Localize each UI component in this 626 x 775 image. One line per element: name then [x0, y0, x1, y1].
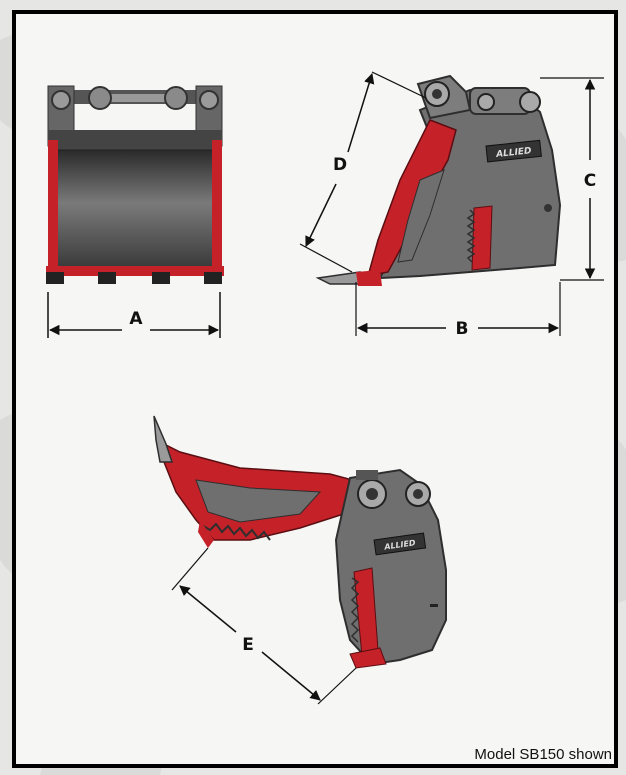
side-view-bucket: ALLIED — [315, 74, 562, 286]
dimension-a: A — [47, 292, 221, 338]
dimension-b-label: B — [456, 319, 469, 339]
dimension-c: C — [540, 77, 604, 281]
rotated-view-bucket: ALLIED — [153, 415, 447, 669]
dimension-e: E — [171, 547, 357, 705]
dimension-d-label: D — [333, 155, 347, 175]
logo-text-side: ALLIED — [495, 146, 533, 160]
dimension-a-label: A — [129, 309, 143, 329]
dimension-e-label: E — [242, 635, 254, 655]
front-view-bucket — [46, 85, 224, 284]
dimension-c-label: C — [584, 171, 596, 191]
dimension-b: B — [355, 282, 561, 339]
model-caption: Model SB150 shown — [474, 746, 612, 763]
dimension-d: D — [299, 71, 427, 273]
